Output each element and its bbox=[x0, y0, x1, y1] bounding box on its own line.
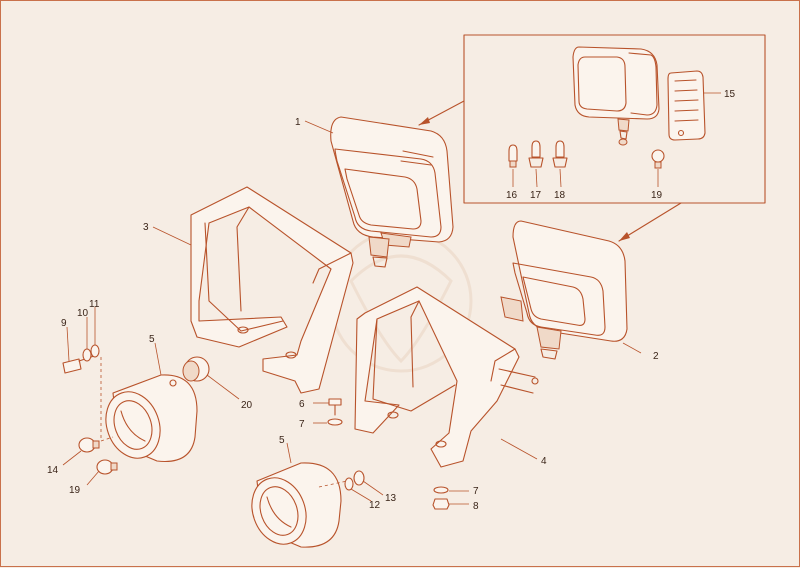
detail-inset-box bbox=[418, 34, 766, 242]
callout-8: 8 bbox=[473, 501, 479, 512]
callout-4: 4 bbox=[541, 456, 547, 467]
headlamp-part-1 bbox=[330, 116, 454, 268]
callout-12: 12 bbox=[369, 500, 381, 511]
callout-15: 15 bbox=[724, 89, 736, 100]
callout-6: 6 bbox=[299, 399, 305, 410]
callout-10: 10 bbox=[77, 308, 89, 319]
callout-14: 14 bbox=[47, 465, 59, 476]
callout-2: 2 bbox=[653, 351, 659, 362]
bracket-part-4 bbox=[354, 286, 539, 468]
callout-19b: 19 bbox=[69, 485, 81, 496]
callout-16: 16 bbox=[506, 190, 518, 201]
callout-11: 11 bbox=[89, 299, 100, 310]
callout-13: 13 bbox=[385, 493, 397, 504]
grommet-part-20 bbox=[182, 356, 210, 382]
callout-17: 17 bbox=[530, 190, 542, 201]
callout-18: 18 bbox=[554, 190, 566, 201]
callout-5a: 5 bbox=[149, 334, 155, 345]
callout-3: 3 bbox=[143, 222, 149, 233]
lamp-housing-part-5-left bbox=[105, 374, 198, 463]
fasteners-7-8 bbox=[432, 486, 450, 510]
callout-20: 20 bbox=[241, 400, 253, 411]
leader-lines bbox=[62, 92, 721, 505]
lamp-housing-part-5-right bbox=[251, 462, 348, 548]
callout-7b: 7 bbox=[473, 486, 479, 497]
callout-19a: 19 bbox=[651, 190, 663, 201]
inset-lens bbox=[667, 70, 706, 141]
fasteners-12-13 bbox=[344, 470, 365, 491]
fasteners-6-7 bbox=[327, 398, 343, 426]
callout-1: 1 bbox=[295, 117, 301, 128]
headlamp-part-2 bbox=[500, 220, 628, 360]
callout-5b: 5 bbox=[279, 435, 285, 446]
callout-7a: 7 bbox=[299, 419, 305, 430]
bulbs-14-19 bbox=[78, 437, 118, 475]
callout-9: 9 bbox=[61, 318, 67, 329]
inset-bulbs bbox=[508, 140, 665, 169]
callout-labels: 1 2 3 4 5 5 6 7 7 8 9 10 11 12 13 14 15 … bbox=[47, 89, 736, 512]
inset-headlamp bbox=[572, 46, 660, 146]
bolt-washers-9-10-11 bbox=[62, 344, 114, 442]
bracket-part-3 bbox=[190, 186, 354, 394]
